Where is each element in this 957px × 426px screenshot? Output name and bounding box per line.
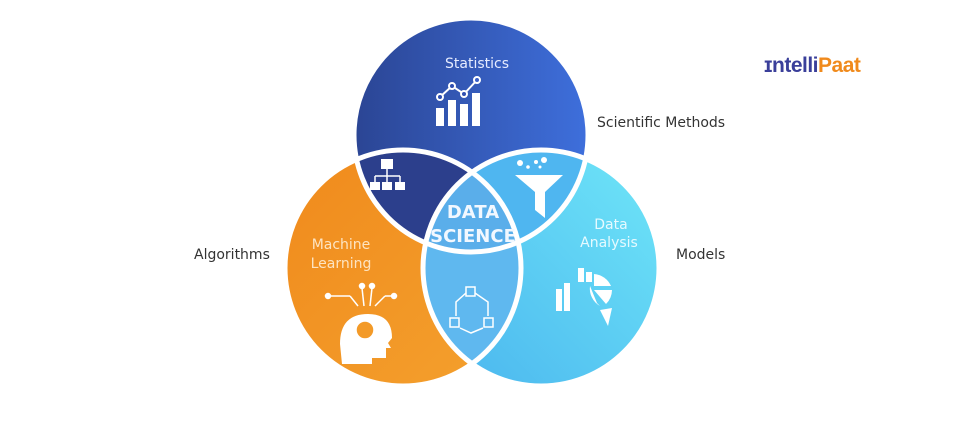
intellipaat-logo: ɪntelliPaat: [764, 54, 861, 77]
center-title-line2: SCIENCE: [430, 226, 516, 247]
label-data-analysis-2: Analysis: [580, 235, 638, 251]
head-lightbulb-icon: [324, 282, 398, 364]
center-title-line1: DATA: [447, 202, 499, 223]
funnel-icon: [515, 157, 563, 218]
label-data-analysis-1: Data: [594, 217, 627, 233]
label-statistics: Statistics: [445, 56, 509, 72]
label-machine-learning-1: Machine: [312, 237, 371, 253]
bar-pie-chart-icon: [556, 268, 612, 326]
cubes-network-icon: [449, 286, 494, 334]
label-machine-learning-2: Learning: [311, 256, 372, 272]
label-scientific-methods: Scientific Methods: [597, 115, 726, 131]
bar-line-chart-icon: [436, 76, 481, 126]
label-algorithms: Algorithms: [194, 247, 270, 263]
hierarchy-icon: [370, 159, 405, 190]
label-models: Models: [676, 247, 726, 263]
